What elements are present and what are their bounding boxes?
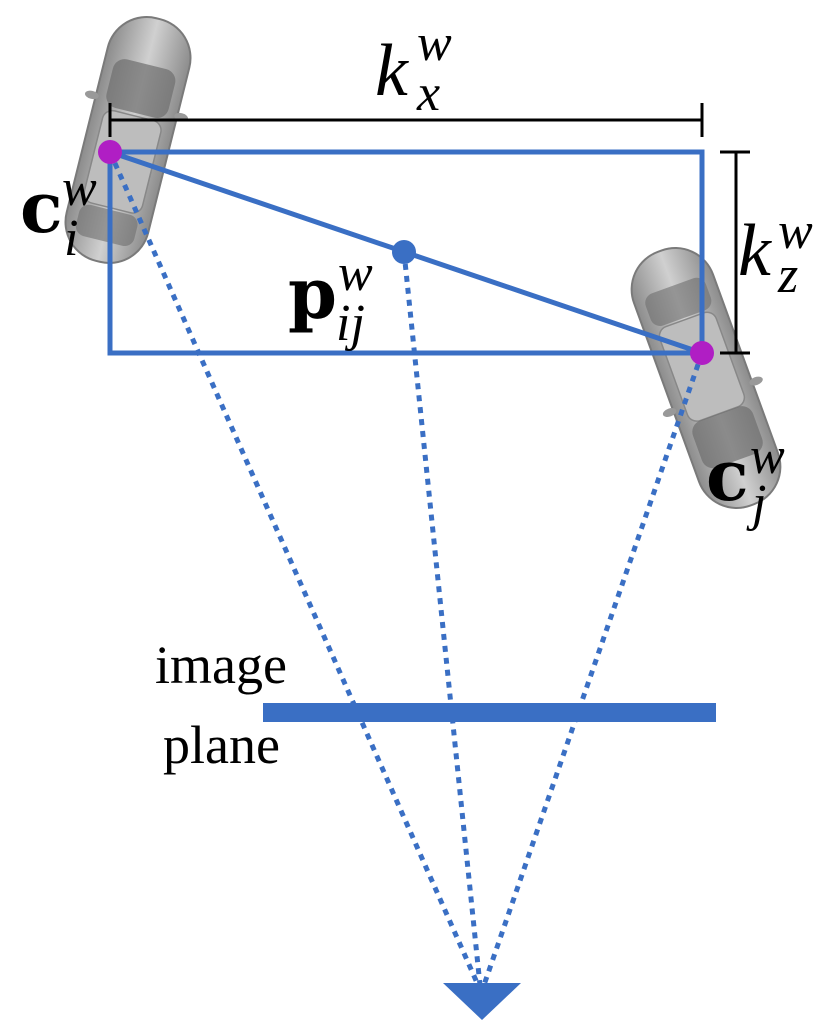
- projection-rays: [107, 150, 705, 987]
- image-plane-label-line2: plane: [163, 715, 280, 775]
- point-ci: [98, 140, 122, 164]
- ray-cj: [481, 352, 705, 986]
- camera-triangle-icon: [443, 983, 521, 1020]
- svg-text:c: c: [706, 434, 749, 517]
- svg-text:z: z: [777, 247, 798, 304]
- point-cj: [690, 341, 714, 365]
- point-pij: [392, 240, 416, 264]
- svg-text:w: w: [417, 15, 452, 72]
- svg-text:x: x: [416, 65, 440, 122]
- label-cj: c w j: [706, 428, 785, 532]
- svg-text:w: w: [778, 203, 813, 260]
- svg-text:p: p: [288, 252, 337, 335]
- kz-dimension: [720, 150, 750, 355]
- bounding-rectangle: [107, 149, 705, 356]
- ray-ci: [107, 150, 481, 987]
- label-kz: k w z: [738, 203, 813, 304]
- label-kx: k w x: [375, 15, 452, 122]
- svg-text:k: k: [738, 210, 772, 292]
- image-plane-label-line1: image: [155, 635, 287, 695]
- svg-text:i: i: [64, 210, 78, 267]
- svg-text:w: w: [338, 245, 373, 302]
- svg-text:k: k: [375, 30, 409, 112]
- car-left-icon: [64, 16, 192, 264]
- svg-text:w: w: [750, 428, 785, 485]
- car-right-icon: [630, 247, 782, 509]
- svg-text:j: j: [746, 475, 766, 532]
- kx-dimension: [108, 103, 704, 137]
- svg-text:w: w: [62, 160, 97, 217]
- svg-text:c: c: [20, 166, 63, 249]
- ray-pij: [401, 251, 483, 986]
- image-plane-bar: [263, 703, 716, 722]
- svg-text:ij: ij: [336, 295, 365, 352]
- label-pij: p w ij: [288, 245, 373, 352]
- label-ci: c w i: [20, 160, 97, 267]
